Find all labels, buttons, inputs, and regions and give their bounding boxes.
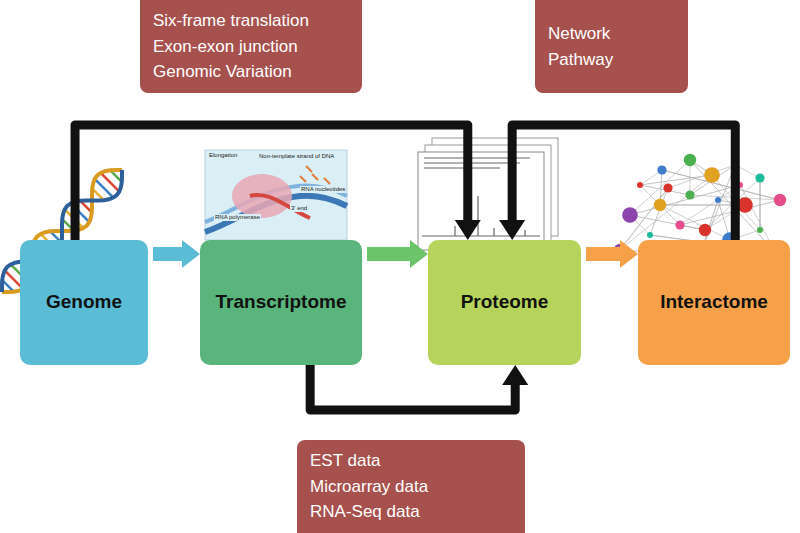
annotation-line: Pathway [548,47,675,73]
annotation-box: NetworkPathway [535,0,688,93]
transcription-illustration [205,150,347,240]
block-arrow [586,240,638,268]
annotation-line: Microarray data [310,474,512,500]
annotation-line: EST data [310,448,512,474]
bracket-arrow [75,125,481,240]
annotation-line: Six-frame translation [153,8,349,34]
omics-box: Genome [20,240,148,365]
illustration-label: Non-template strand of DNA [258,153,335,160]
illustration-label: 3' end [290,205,308,212]
omics-box: Proteome [428,240,581,365]
illustration-label: RNA nucleotides [300,186,346,193]
box-title: Interactome [642,291,786,314]
annotation-line: Exon-exon junction [153,34,349,60]
omics-box: Transcriptome [200,240,362,365]
annotation-box: EST dataMicroarray dataRNA-Seq data [297,440,525,533]
box-title: Transcriptome [204,291,358,314]
annotation-box: Six-frame translationExon-exon junctionG… [140,0,362,93]
illustration-label: Elongation [208,152,238,159]
annotation-line: Network [548,21,675,47]
block-arrow [153,240,200,268]
bracket-arrow [499,125,735,240]
box-title: Genome [24,291,144,314]
mass-spectra-pages [418,138,558,250]
illustration-label: RNA polymerase [214,214,261,221]
annotation-line: Genomic Variation [153,59,349,85]
omics-box: Interactome [638,240,790,365]
annotation-line: RNA-Seq data [310,499,512,525]
box-title: Proteome [432,291,577,314]
block-arrow [367,240,428,268]
bracket-arrow [310,365,528,410]
